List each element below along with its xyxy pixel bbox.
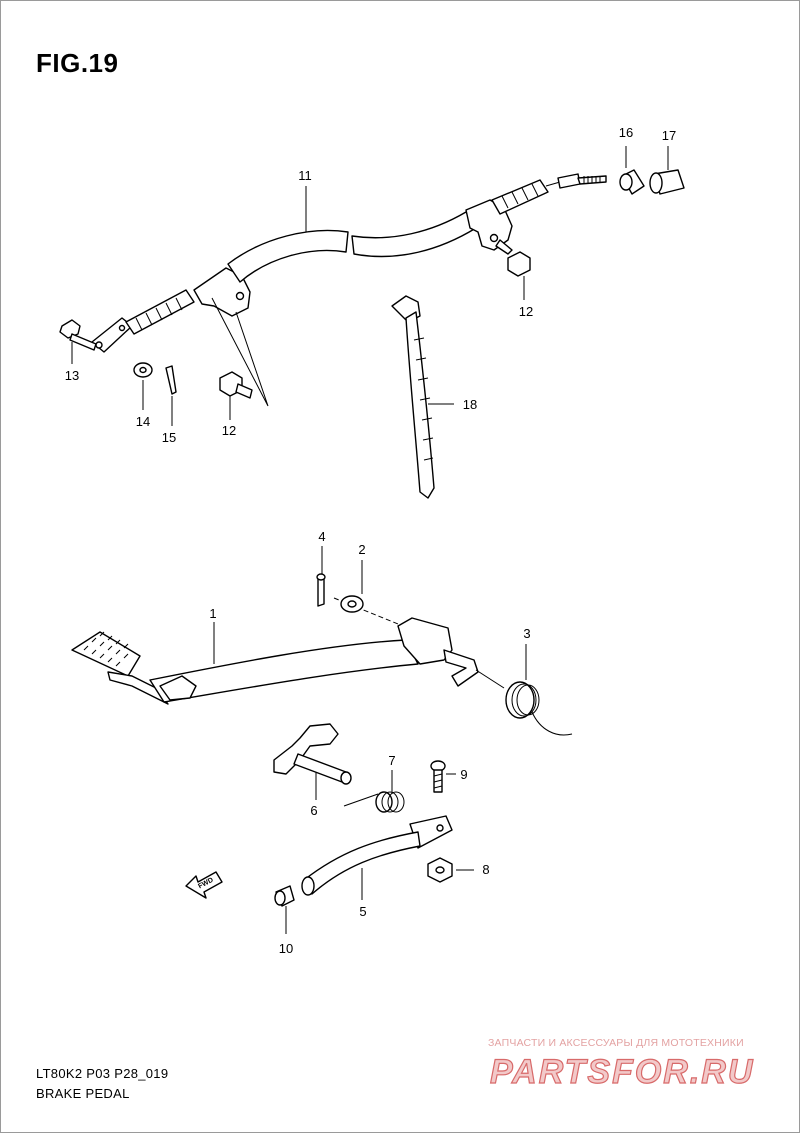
- callout-2: 2: [358, 542, 365, 557]
- callout-7: 7: [388, 753, 395, 768]
- bushing-part-17[interactable]: [649, 169, 685, 195]
- bolt-part-13[interactable]: [59, 319, 97, 351]
- cotter-pin-part-15[interactable]: [165, 365, 177, 395]
- callout-14: 14: [136, 414, 150, 429]
- shaft-part-6[interactable]: [273, 723, 352, 785]
- callout-12-lower: 12: [222, 423, 236, 438]
- collar-part-16[interactable]: [619, 169, 645, 195]
- leader-lines-12: [211, 297, 269, 407]
- lever-part-5[interactable]: [301, 815, 453, 896]
- callout-13: 13: [65, 368, 79, 383]
- callout-16: 16: [619, 125, 633, 140]
- washer-part-2[interactable]: [340, 595, 364, 613]
- return-spring-part-3[interactable]: [475, 669, 573, 736]
- brake-pedal-part-1[interactable]: [71, 617, 479, 705]
- cotter-pin-part-4[interactable]: [316, 573, 326, 607]
- cap-part-10[interactable]: [274, 885, 295, 907]
- watermark-logo: PARTSFOR.RU: [489, 1052, 754, 1091]
- callout-10: 10: [279, 941, 293, 956]
- cable-tie-part-18[interactable]: [391, 295, 435, 499]
- screw-part-9[interactable]: [430, 760, 446, 793]
- callout-9: 9: [460, 767, 467, 782]
- bolt-part-12-upper[interactable]: [495, 239, 531, 277]
- callout-8: 8: [482, 862, 489, 877]
- callout-5: 5: [359, 904, 366, 919]
- callout-1: 1: [209, 606, 216, 621]
- figure-title: FIG.19: [36, 48, 119, 78]
- callout-3: 3: [523, 626, 530, 641]
- watermark-logo-text: PARTSFOR.RU: [490, 1053, 754, 1091]
- nut-part-8[interactable]: [427, 857, 453, 883]
- callout-17: 17: [662, 128, 676, 143]
- bolt-part-12-lower[interactable]: [219, 371, 253, 399]
- washer-part-14[interactable]: [133, 362, 153, 378]
- callout-18: 18: [463, 397, 477, 412]
- callout-4: 4: [318, 529, 325, 544]
- forward-arrow-icon: FWD: [185, 871, 223, 899]
- callout-12-upper: 12: [519, 304, 533, 319]
- watermark-tagline: ЗАПЧАСТИ И АКСЕССУАРЫ ДЛЯ МОТОТЕХНИКИ: [488, 1037, 744, 1049]
- callout-11: 11: [298, 168, 312, 183]
- callout-6: 6: [310, 803, 317, 818]
- spring-part-7[interactable]: [343, 791, 405, 813]
- brake-cable-part-11[interactable]: [91, 173, 607, 353]
- diagram-title: BRAKE PEDAL: [36, 1086, 130, 1101]
- diagram-code: LT80K2 P03 P28_019: [36, 1066, 169, 1081]
- callout-15: 15: [162, 430, 176, 445]
